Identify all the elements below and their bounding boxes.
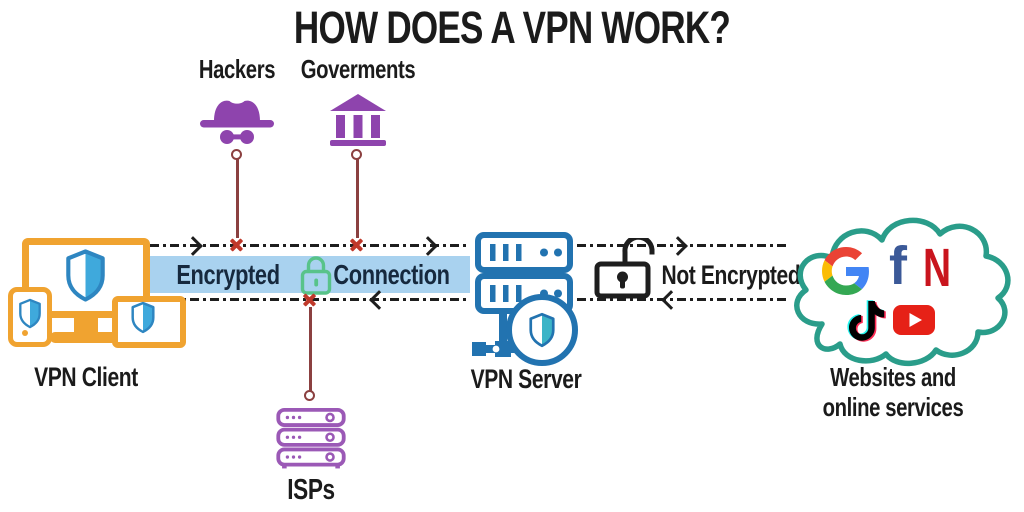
vpn-shield-icon bbox=[66, 249, 105, 302]
government-building-icon bbox=[330, 94, 386, 146]
phone-home-button bbox=[22, 330, 28, 336]
isp-connector-dot bbox=[304, 390, 315, 401]
google-icon bbox=[822, 247, 869, 295]
connection-label: Connection bbox=[333, 259, 450, 290]
monitor-stand-neck bbox=[74, 316, 98, 332]
isp-blocked-x-icon bbox=[302, 292, 317, 307]
tiktok-icon bbox=[847, 300, 886, 342]
isp-server-stack-icon bbox=[276, 407, 346, 469]
governments-blocked-x-icon bbox=[349, 237, 364, 252]
youtube-icon bbox=[893, 305, 935, 335]
flow-line-web-to-server bbox=[577, 298, 790, 301]
monitor-stand-base bbox=[50, 332, 120, 343]
vpn-client-label: VPN Client bbox=[34, 362, 138, 392]
open-padlock-icon bbox=[594, 238, 655, 299]
governments-label: Goverments bbox=[300, 54, 416, 84]
vpn-server-label: VPN Server bbox=[470, 364, 582, 394]
hackers-connector-dot bbox=[231, 149, 242, 160]
page-title: HOW DOES A VPN WORK? bbox=[293, 2, 731, 53]
vpn-shield-icon bbox=[19, 298, 41, 329]
server-rack-with-shield-icon bbox=[472, 232, 578, 366]
websites-label: Websites and online services bbox=[822, 362, 964, 422]
governments-connector-line bbox=[356, 158, 359, 238]
flow-line-server-to-web bbox=[577, 244, 790, 247]
arrow-left-icon bbox=[369, 290, 389, 310]
vpn-shield-icon bbox=[131, 301, 155, 334]
hackers-connector-line bbox=[236, 158, 239, 238]
netflix-icon: N bbox=[922, 238, 952, 298]
arrow-right-icon bbox=[183, 236, 203, 256]
encrypted-label: Encrypted bbox=[176, 259, 280, 290]
governments-connector-dot bbox=[351, 149, 362, 160]
hackers-blocked-x-icon bbox=[229, 237, 244, 252]
not-encrypted-label: Not Encrypted bbox=[661, 260, 801, 290]
facebook-icon: f bbox=[889, 236, 907, 296]
isps-label: ISPs bbox=[287, 474, 335, 506]
isp-connector-line bbox=[309, 307, 312, 391]
arrow-right-icon bbox=[418, 236, 438, 256]
spy-hat-glasses-icon bbox=[200, 100, 274, 144]
flow-line-client-to-server bbox=[150, 244, 470, 247]
hackers-label: Hackers bbox=[198, 54, 276, 84]
